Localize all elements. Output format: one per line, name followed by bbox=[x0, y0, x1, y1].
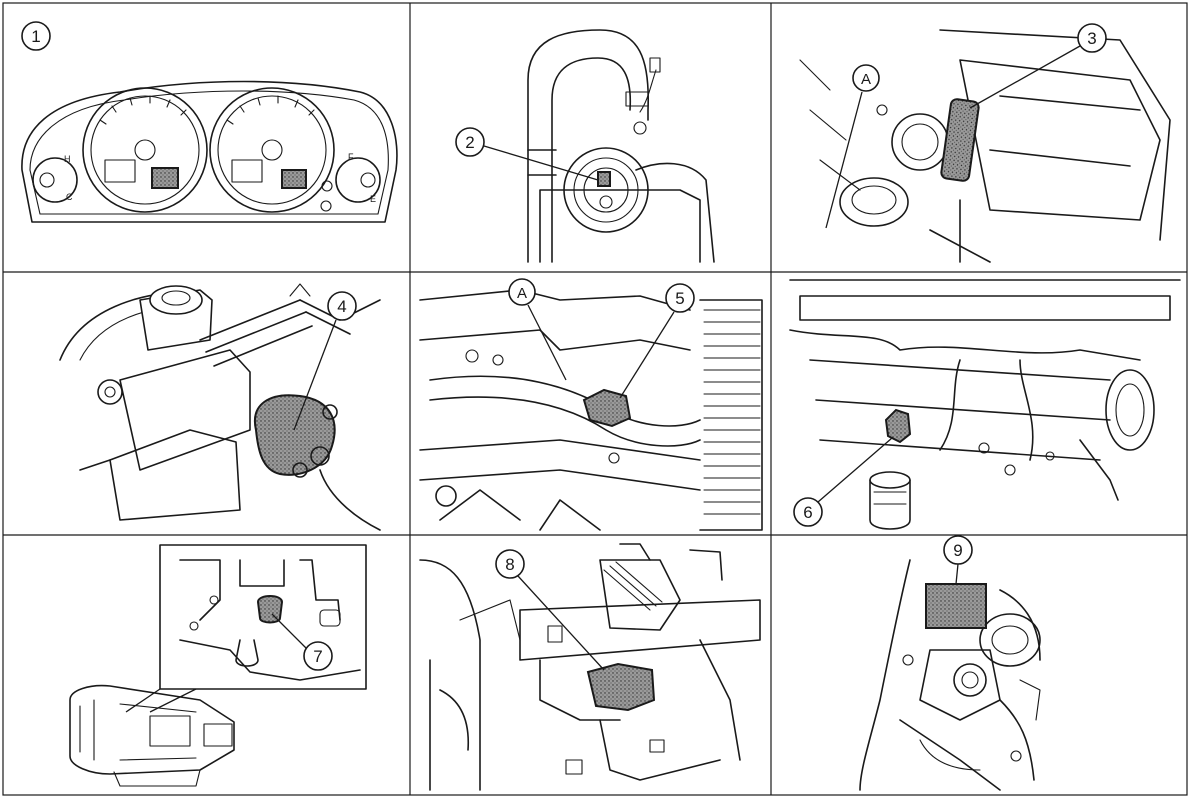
engine-side-drawing bbox=[419, 289, 701, 531]
callout-3: 3 bbox=[969, 23, 1107, 109]
panel-abs-actuator: 4 bbox=[59, 283, 381, 531]
gauge-label-e: E bbox=[370, 194, 376, 204]
panel-sensor-5: A 5 bbox=[419, 278, 763, 531]
panel-ecm-location: A 3 bbox=[799, 23, 1171, 263]
callout-7: 7 bbox=[271, 613, 333, 671]
under-dash-drawing bbox=[419, 543, 761, 791]
gauge-label-f: F bbox=[348, 152, 354, 162]
callout-a-panel5: A bbox=[508, 278, 567, 381]
svg-text:9: 9 bbox=[953, 541, 962, 560]
svg-text:6: 6 bbox=[803, 503, 812, 522]
svg-text:2: 2 bbox=[465, 133, 474, 152]
svg-text:A: A bbox=[517, 285, 527, 302]
svg-text:3: 3 bbox=[1087, 29, 1096, 48]
ecm-highlight bbox=[940, 98, 980, 182]
oil-filter-drawing bbox=[869, 471, 911, 530]
callout-5: 5 bbox=[619, 283, 695, 399]
engine-bay-drawing bbox=[799, 29, 1171, 263]
callout-4: 4 bbox=[293, 291, 357, 431]
actuator-ports bbox=[292, 404, 338, 478]
panel-unit-9: 9 bbox=[859, 535, 1041, 791]
engine-block-drawing bbox=[789, 279, 1181, 530]
svg-text:4: 4 bbox=[337, 297, 346, 316]
svg-text:5: 5 bbox=[675, 289, 684, 308]
transmission-drawing bbox=[69, 684, 235, 787]
svg-text:A: A bbox=[861, 71, 871, 88]
abs-actuator-highlight bbox=[253, 394, 336, 476]
sensor-6-highlight bbox=[884, 408, 912, 444]
unit-8-highlight bbox=[586, 662, 656, 712]
gauge-label-h: H bbox=[64, 154, 71, 164]
radiator-drawing bbox=[699, 299, 763, 531]
fuel-tank-drawing bbox=[527, 29, 715, 263]
svg-text:8: 8 bbox=[505, 555, 514, 574]
panel-unit-8: 8 bbox=[419, 543, 761, 791]
panel-combination-meter: 1 bbox=[21, 21, 398, 223]
panel-fuel-level-sensor: 2 bbox=[455, 29, 715, 263]
sensor-5-highlight bbox=[582, 388, 632, 428]
unit-9-highlight bbox=[925, 583, 987, 629]
callout-2: 2 bbox=[455, 127, 599, 181]
callout-1: 1 bbox=[21, 21, 51, 51]
detail-inset bbox=[125, 544, 367, 713]
callout-9: 9 bbox=[943, 535, 973, 585]
panel-sensor-6: 6 bbox=[789, 279, 1181, 530]
callout-8: 8 bbox=[495, 549, 605, 671]
svg-text:7: 7 bbox=[313, 647, 322, 666]
sensor-7-highlight bbox=[256, 595, 284, 624]
callout-a-panel3: A bbox=[825, 64, 880, 229]
svg-text:1: 1 bbox=[31, 27, 40, 46]
meter-cluster-drawing bbox=[21, 80, 398, 223]
callout-6: 6 bbox=[793, 437, 893, 527]
gauge-label-c: C bbox=[66, 192, 73, 202]
engine-compartment-drawing bbox=[859, 559, 1041, 791]
panel-sensor-7: 7 bbox=[69, 544, 367, 787]
brake-booster-drawing bbox=[59, 283, 381, 531]
